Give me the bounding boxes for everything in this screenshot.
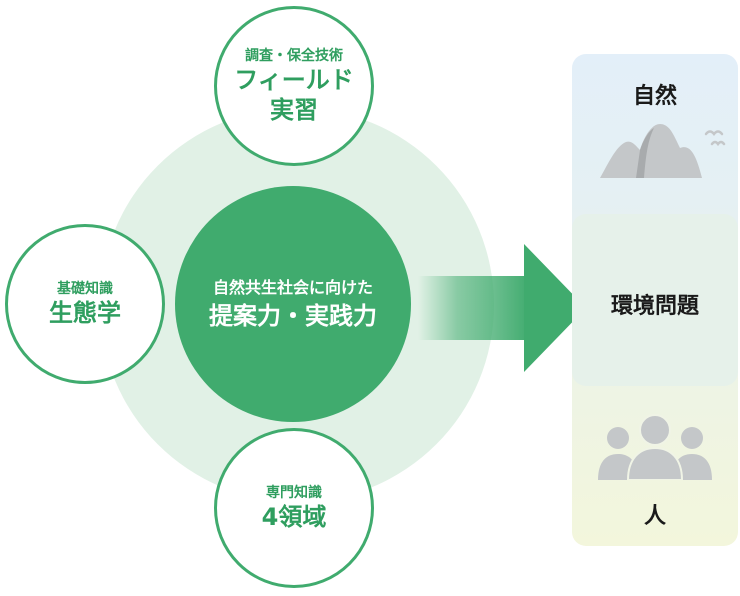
- node-four-fields-subtitle: 専門知識: [266, 484, 322, 501]
- context-panel-middle: [572, 214, 738, 386]
- center-circle: 自然共生社会に向けた 提案力・実践力: [175, 186, 411, 422]
- node-field-practice-title-1: フィールド: [234, 66, 354, 95]
- arrow-shaft: [418, 276, 530, 340]
- center-title: 提案力・実践力: [209, 301, 377, 330]
- mountain-icon: [600, 124, 726, 178]
- center-subtitle: 自然共生社会に向けた: [212, 277, 373, 297]
- node-four-fields-title: 4領域: [261, 503, 327, 532]
- people-icon: [598, 414, 712, 480]
- node-field-practice-subtitle: 調査・保全技術: [245, 47, 343, 64]
- node-ecology-title: 生態学: [49, 299, 121, 328]
- node-field-practice: 調査・保全技術 フィールド 実習: [214, 6, 374, 166]
- panel-label-environmental-issues: 環境問題: [610, 294, 699, 319]
- node-ecology-subtitle: 基礎知識: [57, 280, 113, 297]
- panel-label-nature: 自然: [632, 84, 677, 109]
- arrow-head: [524, 244, 586, 372]
- node-field-practice-title-2: 実習: [270, 96, 318, 125]
- panel-label-people: 人: [643, 504, 666, 529]
- node-ecology: 基礎知識 生態学: [5, 224, 165, 384]
- node-four-fields: 専門知識 4領域: [214, 428, 374, 588]
